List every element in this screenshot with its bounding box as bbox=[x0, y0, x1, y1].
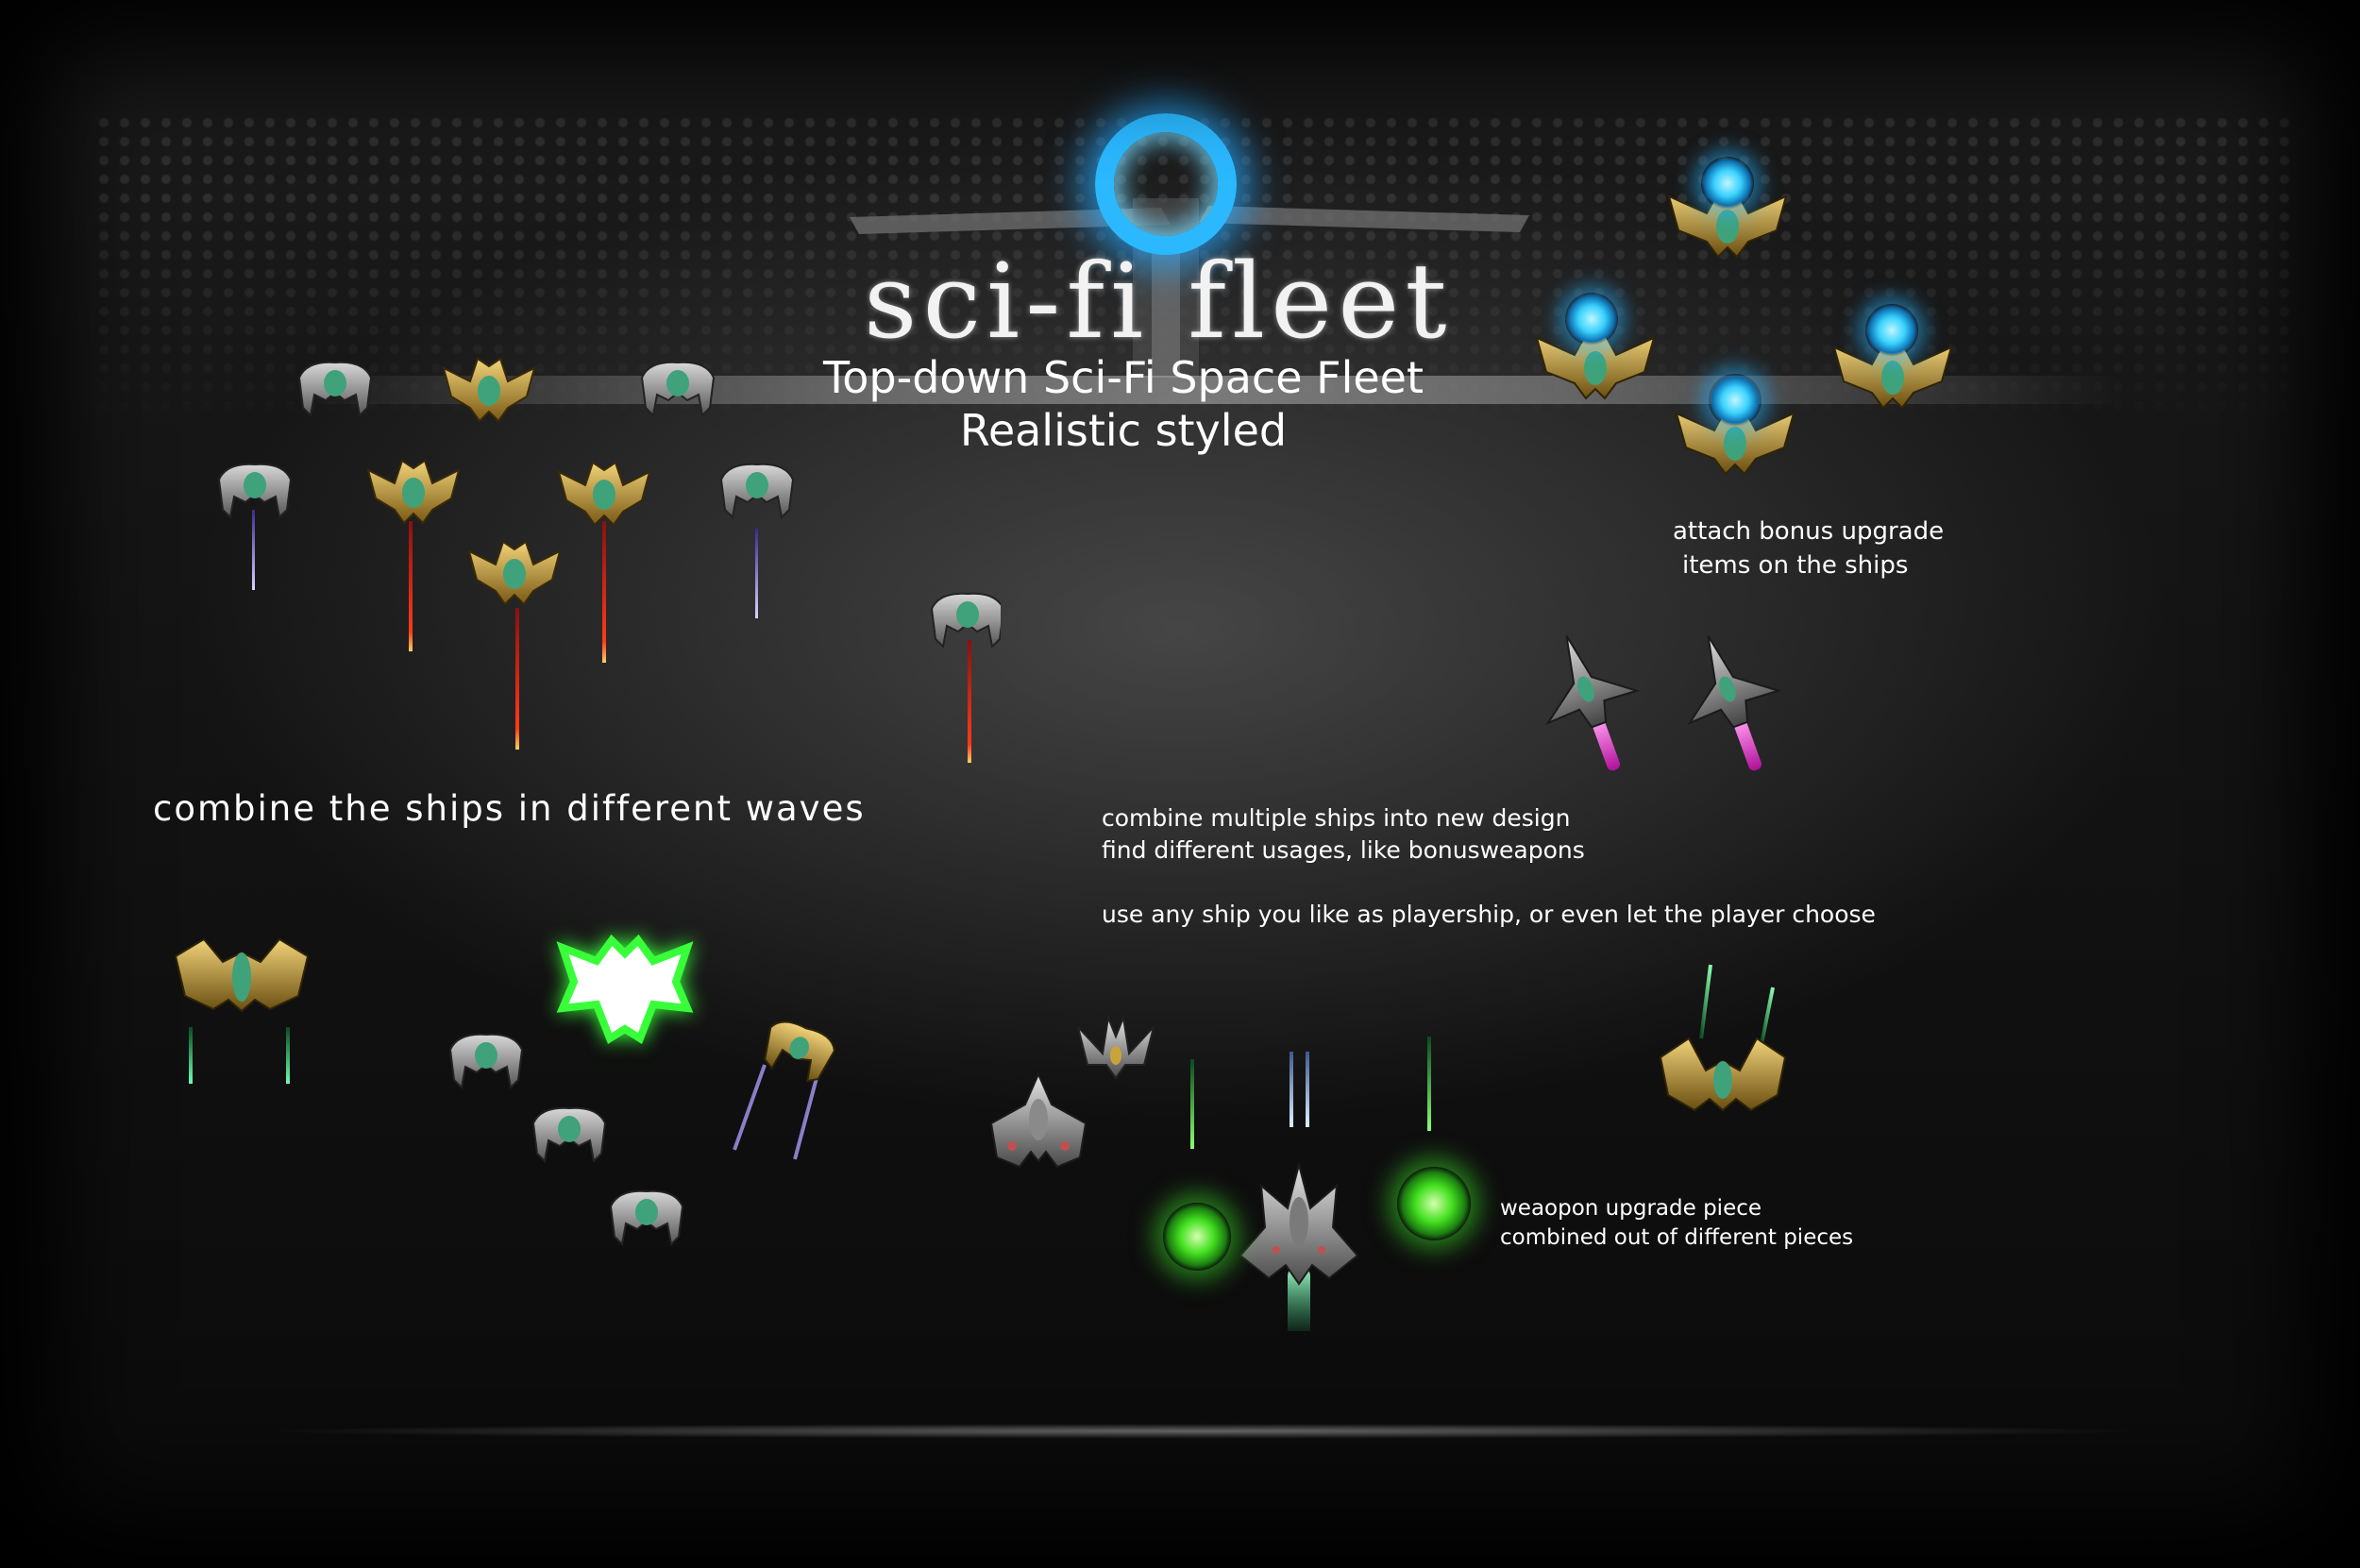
enemy-ship-icon bbox=[931, 592, 1001, 648]
weapon-line-1: weaopon upgrade piece bbox=[1500, 1196, 1762, 1221]
combine-line-1: combine multiple ships into new design bbox=[1102, 804, 1571, 832]
combine-caption: combine multiple ships into new design f… bbox=[1102, 802, 2046, 931]
laser-beam bbox=[1760, 986, 1775, 1045]
enemy-ship-icon bbox=[1659, 1037, 1787, 1112]
attach-line-2: items on the ships bbox=[1682, 551, 1909, 580]
laser-beam bbox=[755, 529, 758, 618]
laser-beam bbox=[793, 1073, 819, 1160]
player-ship-icon bbox=[1239, 1161, 1359, 1331]
attach-line-1: attach bonus upgrade bbox=[1673, 517, 1945, 546]
bonus-orb-icon bbox=[1709, 374, 1762, 427]
laser-beam bbox=[733, 1064, 767, 1151]
enemy-ship-icon bbox=[641, 361, 715, 416]
enemy-ship-icon bbox=[1521, 618, 1644, 771]
laser-beam bbox=[968, 640, 971, 763]
weapon-caption: weaopon upgrade piece combined out of di… bbox=[1500, 1194, 1896, 1253]
ship-formation-top-left bbox=[218, 358, 1001, 763]
logo-bar bbox=[293, 376, 2124, 404]
enemy-ship-icon bbox=[989, 1071, 1087, 1169]
gold-ship-right bbox=[1659, 964, 1787, 1112]
laser-beam bbox=[1427, 1037, 1431, 1131]
combined-ship-group bbox=[989, 1014, 1431, 1331]
bonus-orb-icon bbox=[1865, 304, 1918, 357]
combine-line-2: find different usages, like bonusweapons bbox=[1102, 836, 1585, 864]
enemy-ship-icon bbox=[558, 462, 650, 526]
enemy-ship-icon bbox=[449, 1033, 523, 1088]
ship-silhouette-icon bbox=[556, 934, 694, 1044]
laser-beam bbox=[1306, 1052, 1309, 1127]
enemy-ship-icon bbox=[174, 937, 310, 1013]
laser-beam bbox=[189, 1027, 193, 1084]
ship-pair-right bbox=[1521, 618, 1786, 771]
laser-beam bbox=[1190, 1059, 1194, 1149]
attach-caption: attach bonus upgrade items on the ships bbox=[1673, 514, 2013, 582]
enemy-ship-icon bbox=[610, 1189, 683, 1245]
enemy-ship-icon bbox=[1662, 618, 1786, 771]
ship-formation-bottom-left bbox=[174, 934, 835, 1245]
portal-ring-icon bbox=[1095, 113, 1237, 255]
enemy-ship-icon bbox=[298, 361, 372, 416]
enemy-ship-icon bbox=[764, 1020, 835, 1083]
laser-beam bbox=[286, 1027, 290, 1084]
game-subtitle: Top-down Sci-Fi Space Fleet Realistic st… bbox=[755, 351, 1492, 457]
bonus-orb-icon bbox=[1701, 157, 1754, 210]
weapon-line-2: combined out of different pieces bbox=[1500, 1225, 1854, 1250]
enemy-ship-icon bbox=[720, 463, 794, 518]
laser-beam bbox=[1699, 964, 1712, 1039]
game-title: sci-fi fleet bbox=[864, 241, 1453, 362]
subtitle-line-1: Top-down Sci-Fi Space Fleet bbox=[822, 352, 1424, 403]
laser-beam bbox=[602, 521, 606, 663]
enemy-ship-icon bbox=[1077, 1014, 1155, 1080]
combine-line-3: use any ship you like as playership, or … bbox=[1102, 901, 1876, 928]
enemy-ship-icon bbox=[532, 1106, 606, 1162]
laser-beam bbox=[409, 521, 413, 651]
waves-caption: combine the ships in different waves bbox=[153, 788, 866, 829]
enemy-ship-icon bbox=[367, 460, 460, 524]
subtitle-line-2: Realistic styled bbox=[959, 405, 1288, 456]
enemy-ship-icon bbox=[443, 358, 535, 422]
laser-beam bbox=[252, 510, 255, 590]
enemy-ship-icon bbox=[468, 541, 561, 605]
enemy-ship-icon bbox=[218, 463, 292, 518]
laser-beam bbox=[1290, 1052, 1293, 1127]
weapon-upgrade-left-icon bbox=[1163, 1203, 1231, 1271]
floor-reflection bbox=[264, 1424, 2143, 1439]
laser-beam bbox=[515, 608, 519, 750]
bonus-orb-icon bbox=[1565, 293, 1618, 346]
weapon-upgrade-right-icon bbox=[1397, 1167, 1471, 1240]
